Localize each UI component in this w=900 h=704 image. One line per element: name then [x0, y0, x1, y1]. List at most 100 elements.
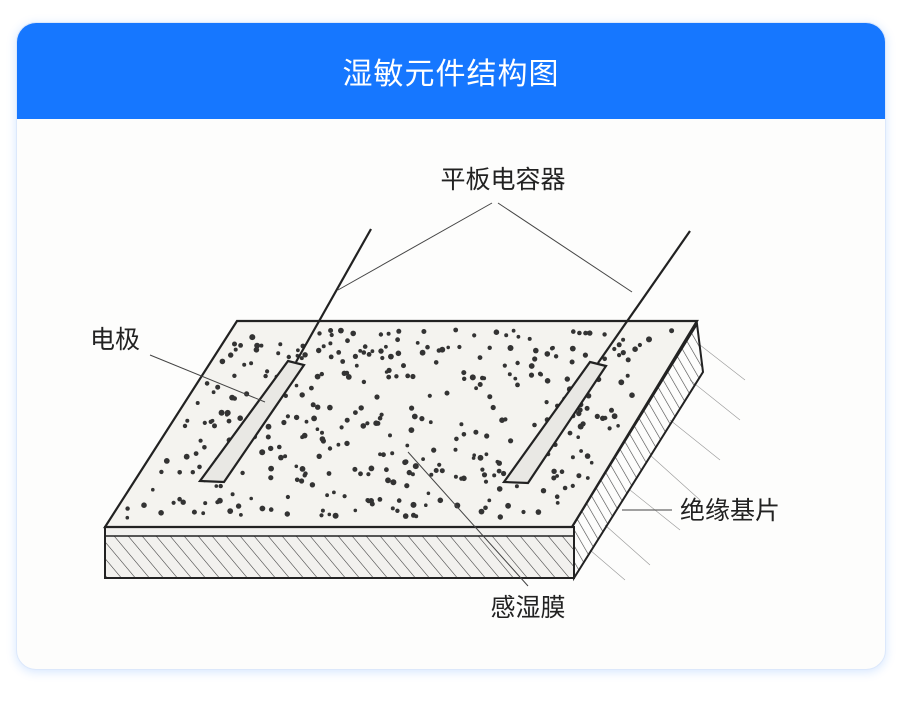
- film-particle: [302, 352, 308, 358]
- film-particle: [492, 473, 497, 478]
- film-particle: [309, 385, 314, 391]
- film-particle: [311, 415, 317, 422]
- film-particle: [493, 329, 500, 336]
- film-particle: [285, 414, 290, 419]
- film-particle: [478, 508, 485, 515]
- film-particle: [395, 508, 400, 513]
- right-wire: [597, 230, 691, 364]
- film-particle: [218, 409, 225, 416]
- film-particle: [377, 497, 383, 502]
- film-particle: [454, 502, 461, 509]
- film-particle: [299, 466, 306, 472]
- film-particle: [385, 477, 391, 484]
- film-particle: [603, 415, 608, 421]
- film-particle: [532, 422, 537, 428]
- film-particle: [204, 381, 210, 386]
- film-particle: [502, 363, 507, 368]
- film-particle: [482, 376, 487, 381]
- label-film: 感湿膜: [490, 593, 565, 622]
- film-particle: [233, 347, 238, 352]
- film-particle: [380, 355, 385, 361]
- film-particle: [602, 332, 607, 337]
- film-particle: [352, 353, 358, 359]
- film-particle: [293, 414, 300, 421]
- film-particle: [401, 363, 406, 369]
- film-particle: [616, 342, 622, 348]
- film-particle: [182, 423, 188, 429]
- film-particle: [201, 511, 206, 516]
- film-particle: [621, 337, 626, 342]
- card-header: 湿敏元件结构图: [17, 23, 885, 119]
- film-particle: [515, 360, 520, 366]
- film-particle: [461, 475, 467, 482]
- film-particle: [576, 435, 580, 440]
- film-particle: [513, 376, 518, 381]
- film-particle: [505, 502, 511, 509]
- film-particle: [378, 452, 382, 457]
- film-particle: [332, 512, 339, 519]
- film-particle: [378, 332, 384, 337]
- film-particle: [215, 384, 221, 390]
- film-particle: [429, 472, 434, 477]
- film-particle: [386, 331, 391, 336]
- film-particle: [528, 372, 535, 378]
- film-particle: [405, 373, 411, 379]
- film-particle: [528, 363, 535, 369]
- film-particle: [328, 328, 334, 333]
- film-particle: [504, 333, 509, 338]
- film-particle: [285, 494, 290, 500]
- film-particle: [424, 503, 428, 508]
- film-particle: [230, 492, 235, 497]
- film-particle: [394, 374, 399, 379]
- film-particle: [240, 470, 245, 476]
- film-particle: [354, 363, 359, 368]
- diagram-title: 湿敏元件结构图: [342, 57, 560, 92]
- film-particle: [585, 476, 590, 480]
- film-particle: [263, 373, 268, 379]
- film-particle: [309, 482, 316, 488]
- film-particle: [340, 359, 346, 364]
- film-particle: [471, 456, 476, 460]
- film-particle: [544, 378, 551, 384]
- film-particle: [377, 415, 383, 421]
- film-particle: [265, 369, 270, 374]
- film-particle: [508, 438, 514, 444]
- film-particle: [319, 371, 324, 377]
- film-particle: [365, 421, 370, 426]
- film-particle: [141, 502, 147, 509]
- film-particle: [490, 404, 496, 411]
- film-particle: [299, 356, 304, 361]
- film-particle: [193, 451, 199, 456]
- sensing-film-surface: [102, 319, 699, 529]
- film-particle: [421, 457, 425, 461]
- film-particle: [238, 343, 244, 348]
- film-particle: [499, 417, 505, 424]
- film-particle: [425, 344, 430, 350]
- film-particle: [390, 451, 395, 456]
- film-particle: [564, 376, 570, 382]
- film-particle: [419, 349, 426, 356]
- film-particle: [426, 491, 431, 496]
- film-particle: [535, 509, 542, 515]
- film-particle: [361, 379, 367, 385]
- film-particle: [532, 356, 538, 362]
- film-particle: [497, 514, 503, 520]
- film-particle: [185, 418, 190, 423]
- film-particle: [300, 435, 305, 440]
- film-particle: [406, 469, 412, 476]
- film-particle: [540, 488, 547, 494]
- film-particle: [496, 486, 503, 492]
- film-particle: [544, 351, 551, 357]
- film-particle: [286, 354, 291, 360]
- film-particle: [602, 356, 607, 362]
- film-particle: [410, 373, 416, 380]
- film-particle: [571, 329, 576, 334]
- film-particle: [321, 344, 326, 349]
- film-particle: [457, 344, 462, 350]
- film-particle: [474, 386, 478, 391]
- film-particle: [384, 344, 388, 349]
- film-particle: [159, 469, 164, 475]
- film-particle: [555, 501, 560, 505]
- film-particle: [296, 348, 300, 353]
- film-particle: [202, 420, 207, 425]
